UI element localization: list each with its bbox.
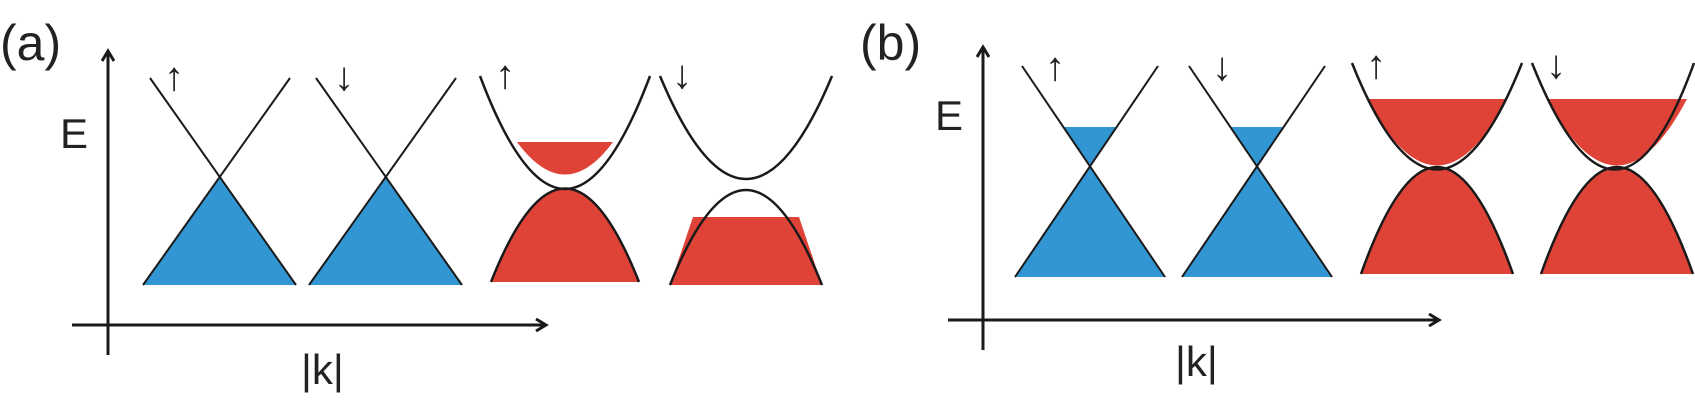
spin-down-label: ↓ [672,53,692,97]
filled-lower-band-part [670,217,822,285]
filled-upper-cone [1064,127,1116,166]
panel-b-parabola-down: ↓ [1530,43,1695,275]
filled-lower-cone [1182,166,1332,277]
panel-b-dirac-cone-down: ↓ [1181,45,1333,278]
spin-up-label: ↑ [495,53,515,97]
spin-down-label: ↓ [1546,43,1566,87]
panel-b-parabola-up: ↑ [1350,43,1524,275]
panel-a: (a) E |k| ↑ ↓ ↑ [0,15,834,393]
spin-up-label: ↑ [1045,45,1065,89]
spin-down-label: ↓ [334,55,354,99]
panel-b-label: (b) [860,15,921,71]
filled-upper-band [517,142,613,175]
panel-a-x-label: |k| [301,346,344,393]
panel-b-x-label: |k| [1175,338,1218,385]
panel-a-label: (a) [0,15,61,71]
spin-up-label: ↑ [164,55,184,99]
panel-a-dirac-cone-down: ↓ [308,55,463,286]
panel-a-parabola-up: ↑ [478,53,652,283]
panel-a-dirac-cone-up: ↑ [142,55,297,286]
filled-lower-cone [143,176,296,285]
filled-upper-band [1367,99,1507,166]
spin-down-label: ↓ [1212,45,1232,89]
panel-b-dirac-cone-up: ↑ [1014,45,1166,278]
spin-up-label: ↑ [1366,43,1386,87]
panel-a-y-label: E [60,110,88,157]
filled-lower-cone [309,176,462,285]
filled-upper-cone [1231,127,1283,166]
panel-a-parabola-down: ↓ [658,53,834,286]
panel-b-y-label: E [935,92,963,139]
panel-b: (b) E |k| ↑ ↓ ↑ [860,15,1695,385]
filled-lower-cone [1015,166,1165,277]
filled-upper-band [1547,99,1687,166]
